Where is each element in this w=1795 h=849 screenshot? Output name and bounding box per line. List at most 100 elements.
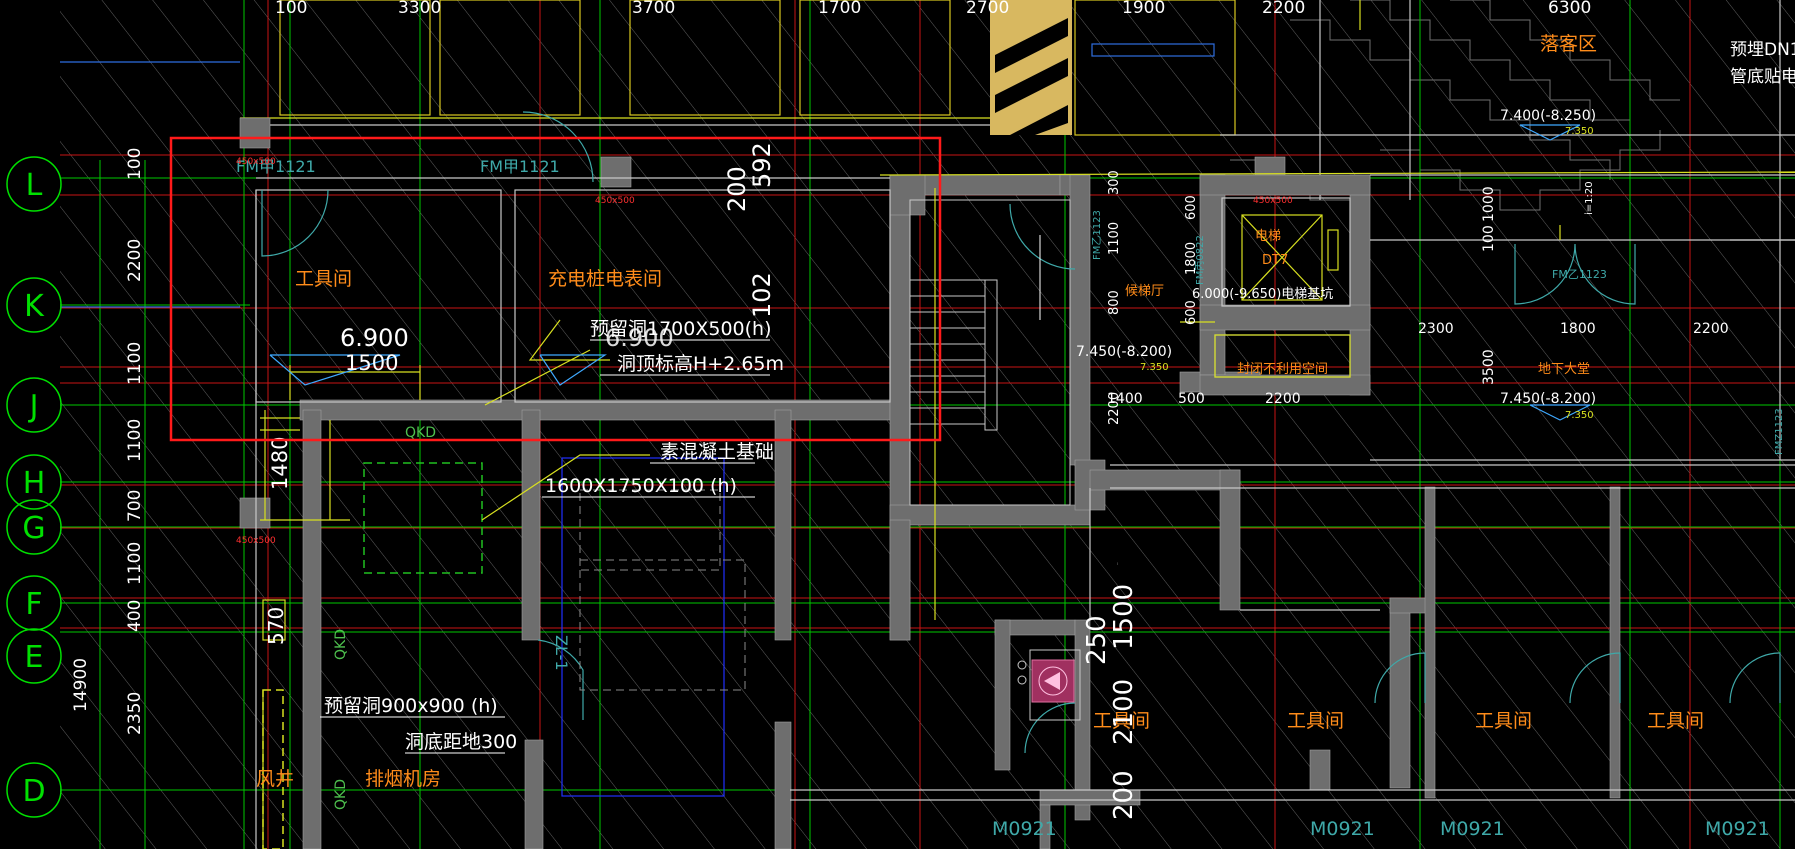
dim-top-2200: 2200 [1262,0,1305,18]
dim-1500: 1500 [345,351,398,375]
stair-treads [909,199,1071,506]
dim-left-1100a: 1100 [125,342,145,385]
dim-200v: 200 [1109,770,1139,820]
dim-800: 800 [1107,290,1122,315]
concrete-base: 素混凝土基础 [660,441,774,463]
dim-left-700: 700 [125,490,145,522]
ramp-hatch [1230,0,1680,211]
fan-equipment[interactable] [1017,649,1081,721]
elev-6000: 6.000(-9.650)电梯基坑 [1192,287,1333,302]
dim-2200r: 2200 [1693,321,1729,337]
door-swings [261,111,1781,754]
axis-d: D [22,774,45,809]
dim-left-2200: 2200 [125,239,145,282]
room-tool-room-3: 工具间 [1287,710,1344,732]
room-smoke-room: 排烟机房 [365,768,441,790]
elevator-dt7: DT7 [1262,253,1288,268]
room-tool-room-5: 工具间 [1647,710,1704,732]
leader-lines [320,235,1041,754]
qkd-3: QKD [333,779,349,810]
axis-f: F [25,587,42,622]
dim-left-14900: 14900 [71,658,91,712]
room-sealed-space: 封闭不利用空间 [1237,362,1328,377]
door-labels: FM甲1121 FM甲1121 FM乙1123 FM乙1123 FM丙0822 … [236,157,1785,840]
base-size: 1600X1750X100 (h) [545,475,737,497]
dim-500: 500 [1178,391,1205,407]
door-fm-6: FMZ1123 [1774,408,1785,455]
dim-3500: 3500 [1481,349,1497,385]
elev-7400: 7.400(-8.250) [1500,108,1596,124]
dim-left-2350: 2350 [125,692,145,735]
highlight-selection-box[interactable] [169,136,942,442]
dim-top-3300: 3300 [398,0,441,18]
dim-592: 592 [748,142,776,188]
col-tag-4: 450x500 [236,157,276,167]
v-7350a: 7.350 [1140,362,1169,373]
col-tag-1: 450x500 [595,196,635,206]
dim-1400: 1400 [1107,391,1143,407]
pipe-note-2: 管底贴电梯 [1730,67,1795,87]
dim-102: 102 [748,272,776,318]
dim-600a: 600 [1184,195,1199,220]
pipe-note-1: 预埋DN15 [1730,40,1795,60]
v-7350b: 7.350 [1565,410,1594,421]
dim-top-2700: 2700 [966,0,1009,18]
dim-2200v: 2200 [1107,392,1122,425]
dim-top-6300: 6300 [1548,0,1591,18]
qkd-1: QKD [405,425,436,441]
room-elevator-hall: 候梯厅 [1125,284,1164,299]
axis-g: G [22,511,45,546]
axis-k: K [24,289,45,324]
room-basement-lobby: 地下大堂 [1538,362,1590,377]
dim-1800: 1800 [1560,321,1596,337]
slope: i=1:20 [1584,181,1595,215]
dim-2200h: 2200 [1265,391,1301,407]
room-tool-room-1: 工具间 [295,268,352,290]
dim-1100b: 1100 [1117,562,1119,565]
door-fm-5: FM丙0822 [1195,235,1206,285]
dim-left-1100b: 1100 [125,419,145,462]
elev-6900b: 6.900 [605,324,674,352]
dim-2100: 2100 [1109,679,1139,745]
room-tool-room-2: 工具间 [1093,710,1150,732]
dim-300a: 300 [1107,170,1122,195]
dim-top-100: 100 [275,0,307,18]
top-dimensions: 100 3300 3700 1700 2700 1900 2200 6300 [275,0,1591,18]
room-outlines [255,0,1795,849]
dim-570: 570 [264,607,288,645]
left-dimensions: 100 2200 1100 1100 700 1100 400 2350 149… [71,148,145,735]
door-fm-4: FM乙1123 [1091,210,1103,260]
hole-top-elev: 洞顶标高H+2.65m [617,353,784,375]
annotations: 6.900 6.900 1500 预留洞1700X500(h) 洞顶标高H+2.… [236,40,1795,820]
zl-1: ZL-1 [552,635,571,671]
dim-250: 250 [1082,615,1112,665]
axis-e: E [25,640,44,675]
room-wind-shaft: 风井 [256,768,294,790]
dim-1000r: 1000 [1481,186,1497,222]
room-tool-room-4: 工具间 [1475,710,1532,732]
dim-top-1900: 1900 [1122,0,1165,18]
dim-1480: 1480 [268,437,292,490]
dim-100r: 100 [1481,225,1497,252]
dim-left-1100c: 1100 [125,542,145,585]
room-labels: 工具间 充电桩电表间 排烟机房 风井 候梯厅 落客区 地下大堂 封闭不利用空间 … [256,33,1704,790]
door-fm-3: FM乙1123 [1552,268,1607,281]
grid-axes: L K J H G F E D [6,156,62,818]
dim-1100a: 1100 [1107,222,1122,255]
top-structure [240,0,1795,200]
door-fm-1: FM甲1121 [236,157,316,176]
door-m-3: M0921 [1440,818,1505,840]
dim-600b: 600 [1184,300,1199,325]
axis-j: J [28,389,39,424]
room-elevator: 电梯 [1255,229,1281,244]
blue-lines [60,43,1215,797]
col-tag-3: 450x500 [236,536,276,546]
dim-top-1700: 1700 [818,0,861,18]
door-m-4: M0921 [1705,818,1770,840]
elev-7450b: 7.450(-8.200) [1500,391,1596,407]
room-meter-room: 充电桩电表间 [548,268,662,290]
qkd-2: QKD [333,629,349,660]
dim-200: 200 [723,166,751,212]
elev-6900: 6.900 [340,324,409,352]
